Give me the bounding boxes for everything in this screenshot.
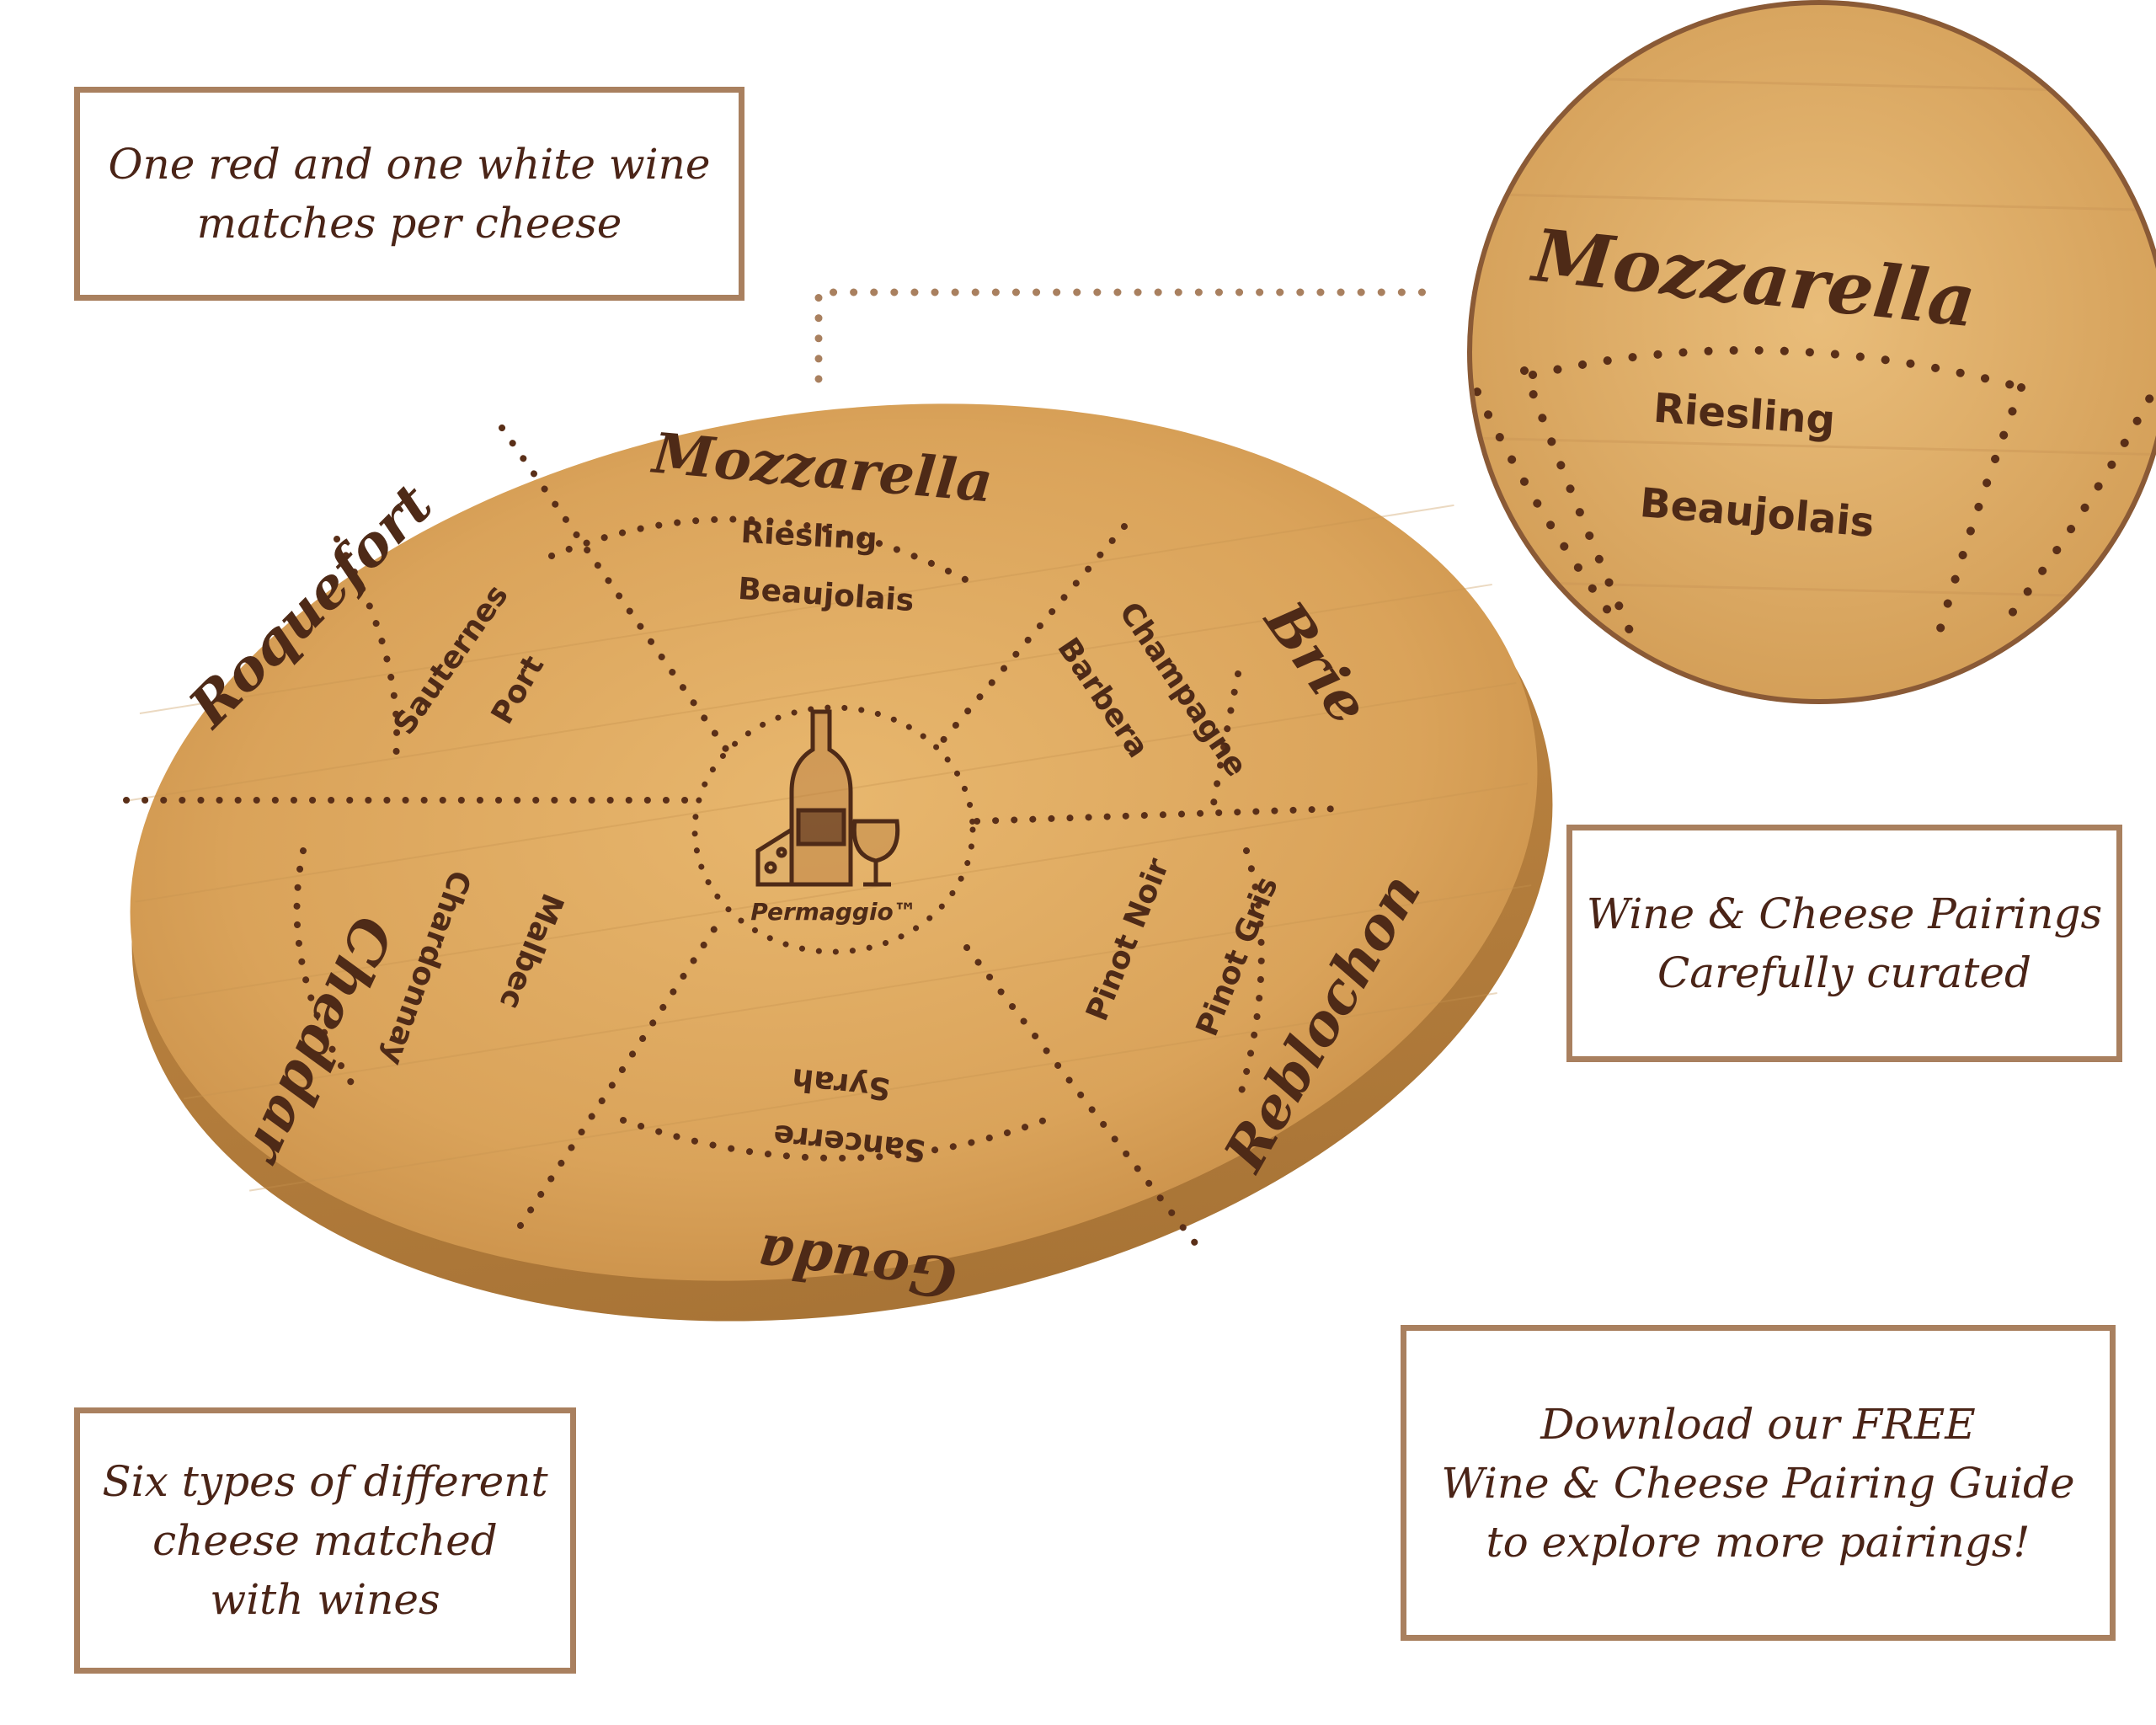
callout-six-types: Six types of different cheese matched wi… bbox=[74, 1407, 576, 1674]
callout-guide: Download our FREE Wine & Cheese Pairing … bbox=[1401, 1325, 2116, 1641]
cheese-board: Permaggio™ Mozzarella Riesling Beaujolai… bbox=[123, 403, 1553, 1322]
callout-six-types-line3: with wines bbox=[210, 1575, 440, 1624]
callout-six-types-line1: Six types of different bbox=[102, 1457, 548, 1506]
callout-curated-line2: Carefully curated bbox=[1657, 948, 2031, 997]
wine-cheese-logo-icon bbox=[755, 709, 900, 887]
callout-guide-line1: Download our FREE bbox=[1540, 1399, 1976, 1449]
center-ring bbox=[691, 704, 976, 955]
callout-guide-line3: to explore more pairings! bbox=[1486, 1517, 2031, 1567]
callout-six-types-line2: cheese matched bbox=[152, 1516, 498, 1565]
callout-pairing-rule-line2: matches per cheese bbox=[196, 199, 622, 248]
callout-curated-line1: Wine & Cheese Pairings bbox=[1586, 889, 2103, 938]
segment-dividers bbox=[123, 425, 1342, 1258]
zoom-detail: Mozzarella Riesling Beaujolais bbox=[1467, 0, 2156, 704]
connector-line bbox=[814, 288, 1436, 383]
callout-pairing-rule: One red and one white wine matches per c… bbox=[74, 87, 744, 301]
segment-wine-riesling: Riesling bbox=[740, 515, 878, 557]
callout-pairing-rule-line1: One red and one white wine bbox=[108, 140, 711, 189]
callout-curated: Wine & Cheese Pairings Carefully curated bbox=[1566, 825, 2122, 1062]
brand-label: Permaggio™ bbox=[750, 898, 917, 926]
callout-guide-line2: Wine & Cheese Pairing Guide bbox=[1441, 1458, 2075, 1508]
